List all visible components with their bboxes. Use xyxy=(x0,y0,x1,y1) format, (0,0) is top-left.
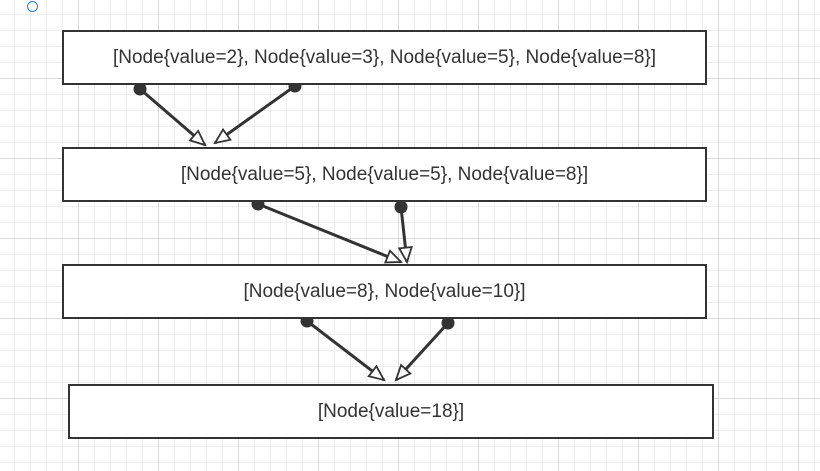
node-list-label: [Node{value=18}] xyxy=(317,400,465,422)
node-list-label: [Node{value=2}, Node{value=3}, Node{valu… xyxy=(112,46,657,68)
selection-handle-icon[interactable] xyxy=(27,1,38,12)
node-list-label: [Node{value=8}, Node{value=10}] xyxy=(243,280,526,302)
edge-start-dot-icon xyxy=(394,200,408,214)
edge-5[interactable] xyxy=(300,314,385,381)
node-list-box-1[interactable]: [Node{value=2}, Node{value=3}, Node{valu… xyxy=(62,30,707,85)
edge-1[interactable] xyxy=(133,82,206,146)
edge-2[interactable] xyxy=(215,79,302,144)
node-list-box-2[interactable]: [Node{value=5}, Node{value=5}, Node{valu… xyxy=(62,147,707,202)
edge-6[interactable] xyxy=(396,316,455,381)
edge-start-dot-icon xyxy=(441,316,455,330)
edge-4[interactable] xyxy=(394,200,408,263)
node-list-box-4[interactable]: [Node{value=18}] xyxy=(68,384,714,439)
node-list-label: [Node{value=5}, Node{value=5}, Node{valu… xyxy=(180,163,589,185)
node-list-box-3[interactable]: [Node{value=8}, Node{value=10}] xyxy=(62,264,707,319)
edge-3[interactable] xyxy=(251,197,402,264)
edge-start-dot-icon xyxy=(133,82,147,96)
